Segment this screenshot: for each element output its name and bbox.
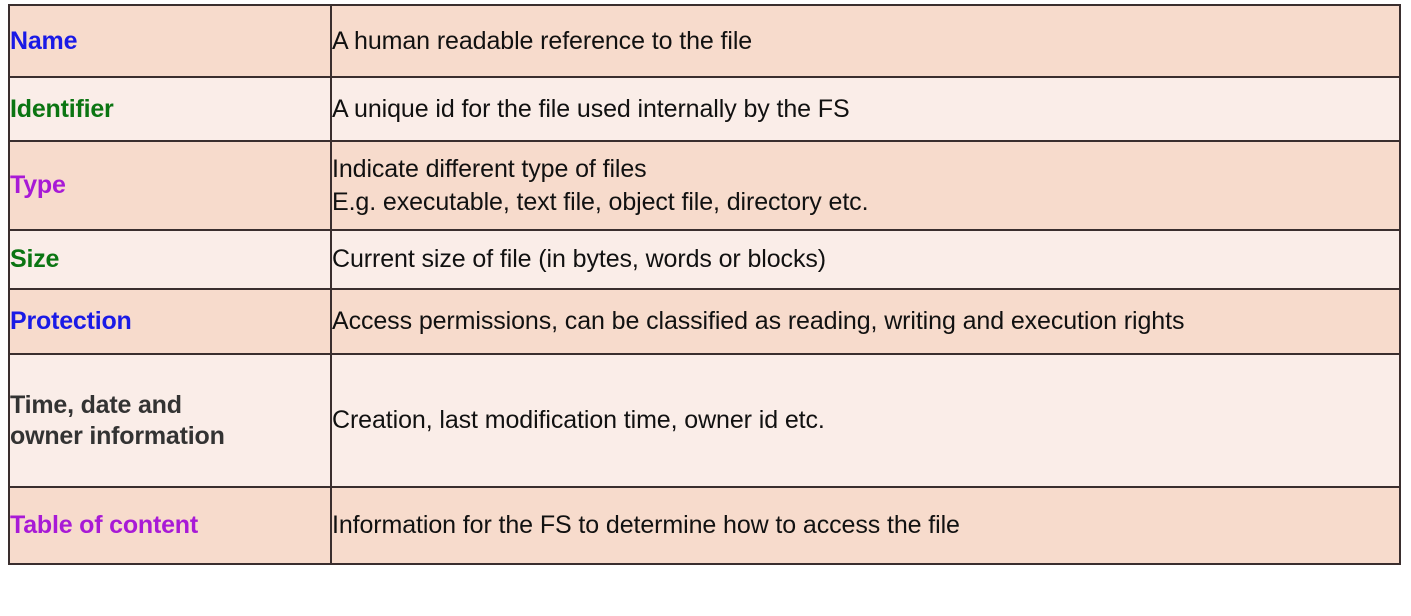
attribute-description-table-of-content: Information for the FS to determine how … <box>332 511 960 540</box>
table-row: Protection Access permissions, can be cl… <box>8 288 1401 355</box>
attribute-label-cell: Size <box>8 229 332 290</box>
table-row: Size Current size of file (in bytes, wor… <box>8 229 1401 290</box>
attribute-description-cell: A human readable reference to the file <box>330 4 1401 78</box>
attribute-description-cell: Current size of file (in bytes, words or… <box>330 229 1401 290</box>
attribute-label-time-date-owner: Time, date and owner information <box>10 391 225 450</box>
attribute-label-cell: Protection <box>8 288 332 355</box>
table-row: Name A human readable reference to the f… <box>8 4 1401 78</box>
attribute-description-cell: Creation, last modification time, owner … <box>330 353 1401 488</box>
attribute-label-name: Name <box>10 26 78 55</box>
file-attributes-table: Name A human readable reference to the f… <box>8 4 1401 565</box>
attribute-description-time-date-owner: Creation, last modification time, owner … <box>332 406 825 435</box>
attribute-label-cell: Name <box>8 4 332 78</box>
attribute-label-cell: Table of content <box>8 486 332 565</box>
table-body: Name A human readable reference to the f… <box>8 4 1401 565</box>
attribute-description-size: Current size of file (in bytes, words or… <box>332 245 826 274</box>
attribute-description-cell: A unique id for the file used internally… <box>330 76 1401 142</box>
table-row: Identifier A unique id for the file used… <box>8 76 1401 142</box>
attribute-description-cell: Access permissions, can be classified as… <box>330 288 1401 355</box>
attribute-label-cell: Identifier <box>8 76 332 142</box>
table-row: Time, date and owner information Creatio… <box>8 353 1401 488</box>
attribute-description-type: Indicate different type of files E.g. ex… <box>332 155 869 216</box>
attribute-label-type: Type <box>10 171 66 200</box>
attribute-description-cell: Information for the FS to determine how … <box>330 486 1401 565</box>
attribute-label-size: Size <box>10 245 60 274</box>
table-row: Type Indicate different type of files E.… <box>8 140 1401 231</box>
attribute-label-cell: Time, date and owner information <box>8 353 332 488</box>
attribute-label-cell: Type <box>8 140 332 231</box>
attribute-description-name: A human readable reference to the file <box>332 26 753 55</box>
attribute-label-identifier: Identifier <box>10 94 114 123</box>
attribute-description-protection: Access permissions, can be classified as… <box>332 307 1185 336</box>
attribute-label-protection: Protection <box>10 307 132 336</box>
attribute-description-identifier: A unique id for the file used internally… <box>332 94 850 123</box>
attribute-label-table-of-content: Table of content <box>10 511 198 540</box>
attribute-description-cell: Indicate different type of files E.g. ex… <box>330 140 1401 231</box>
table-row: Table of content Information for the FS … <box>8 486 1401 565</box>
